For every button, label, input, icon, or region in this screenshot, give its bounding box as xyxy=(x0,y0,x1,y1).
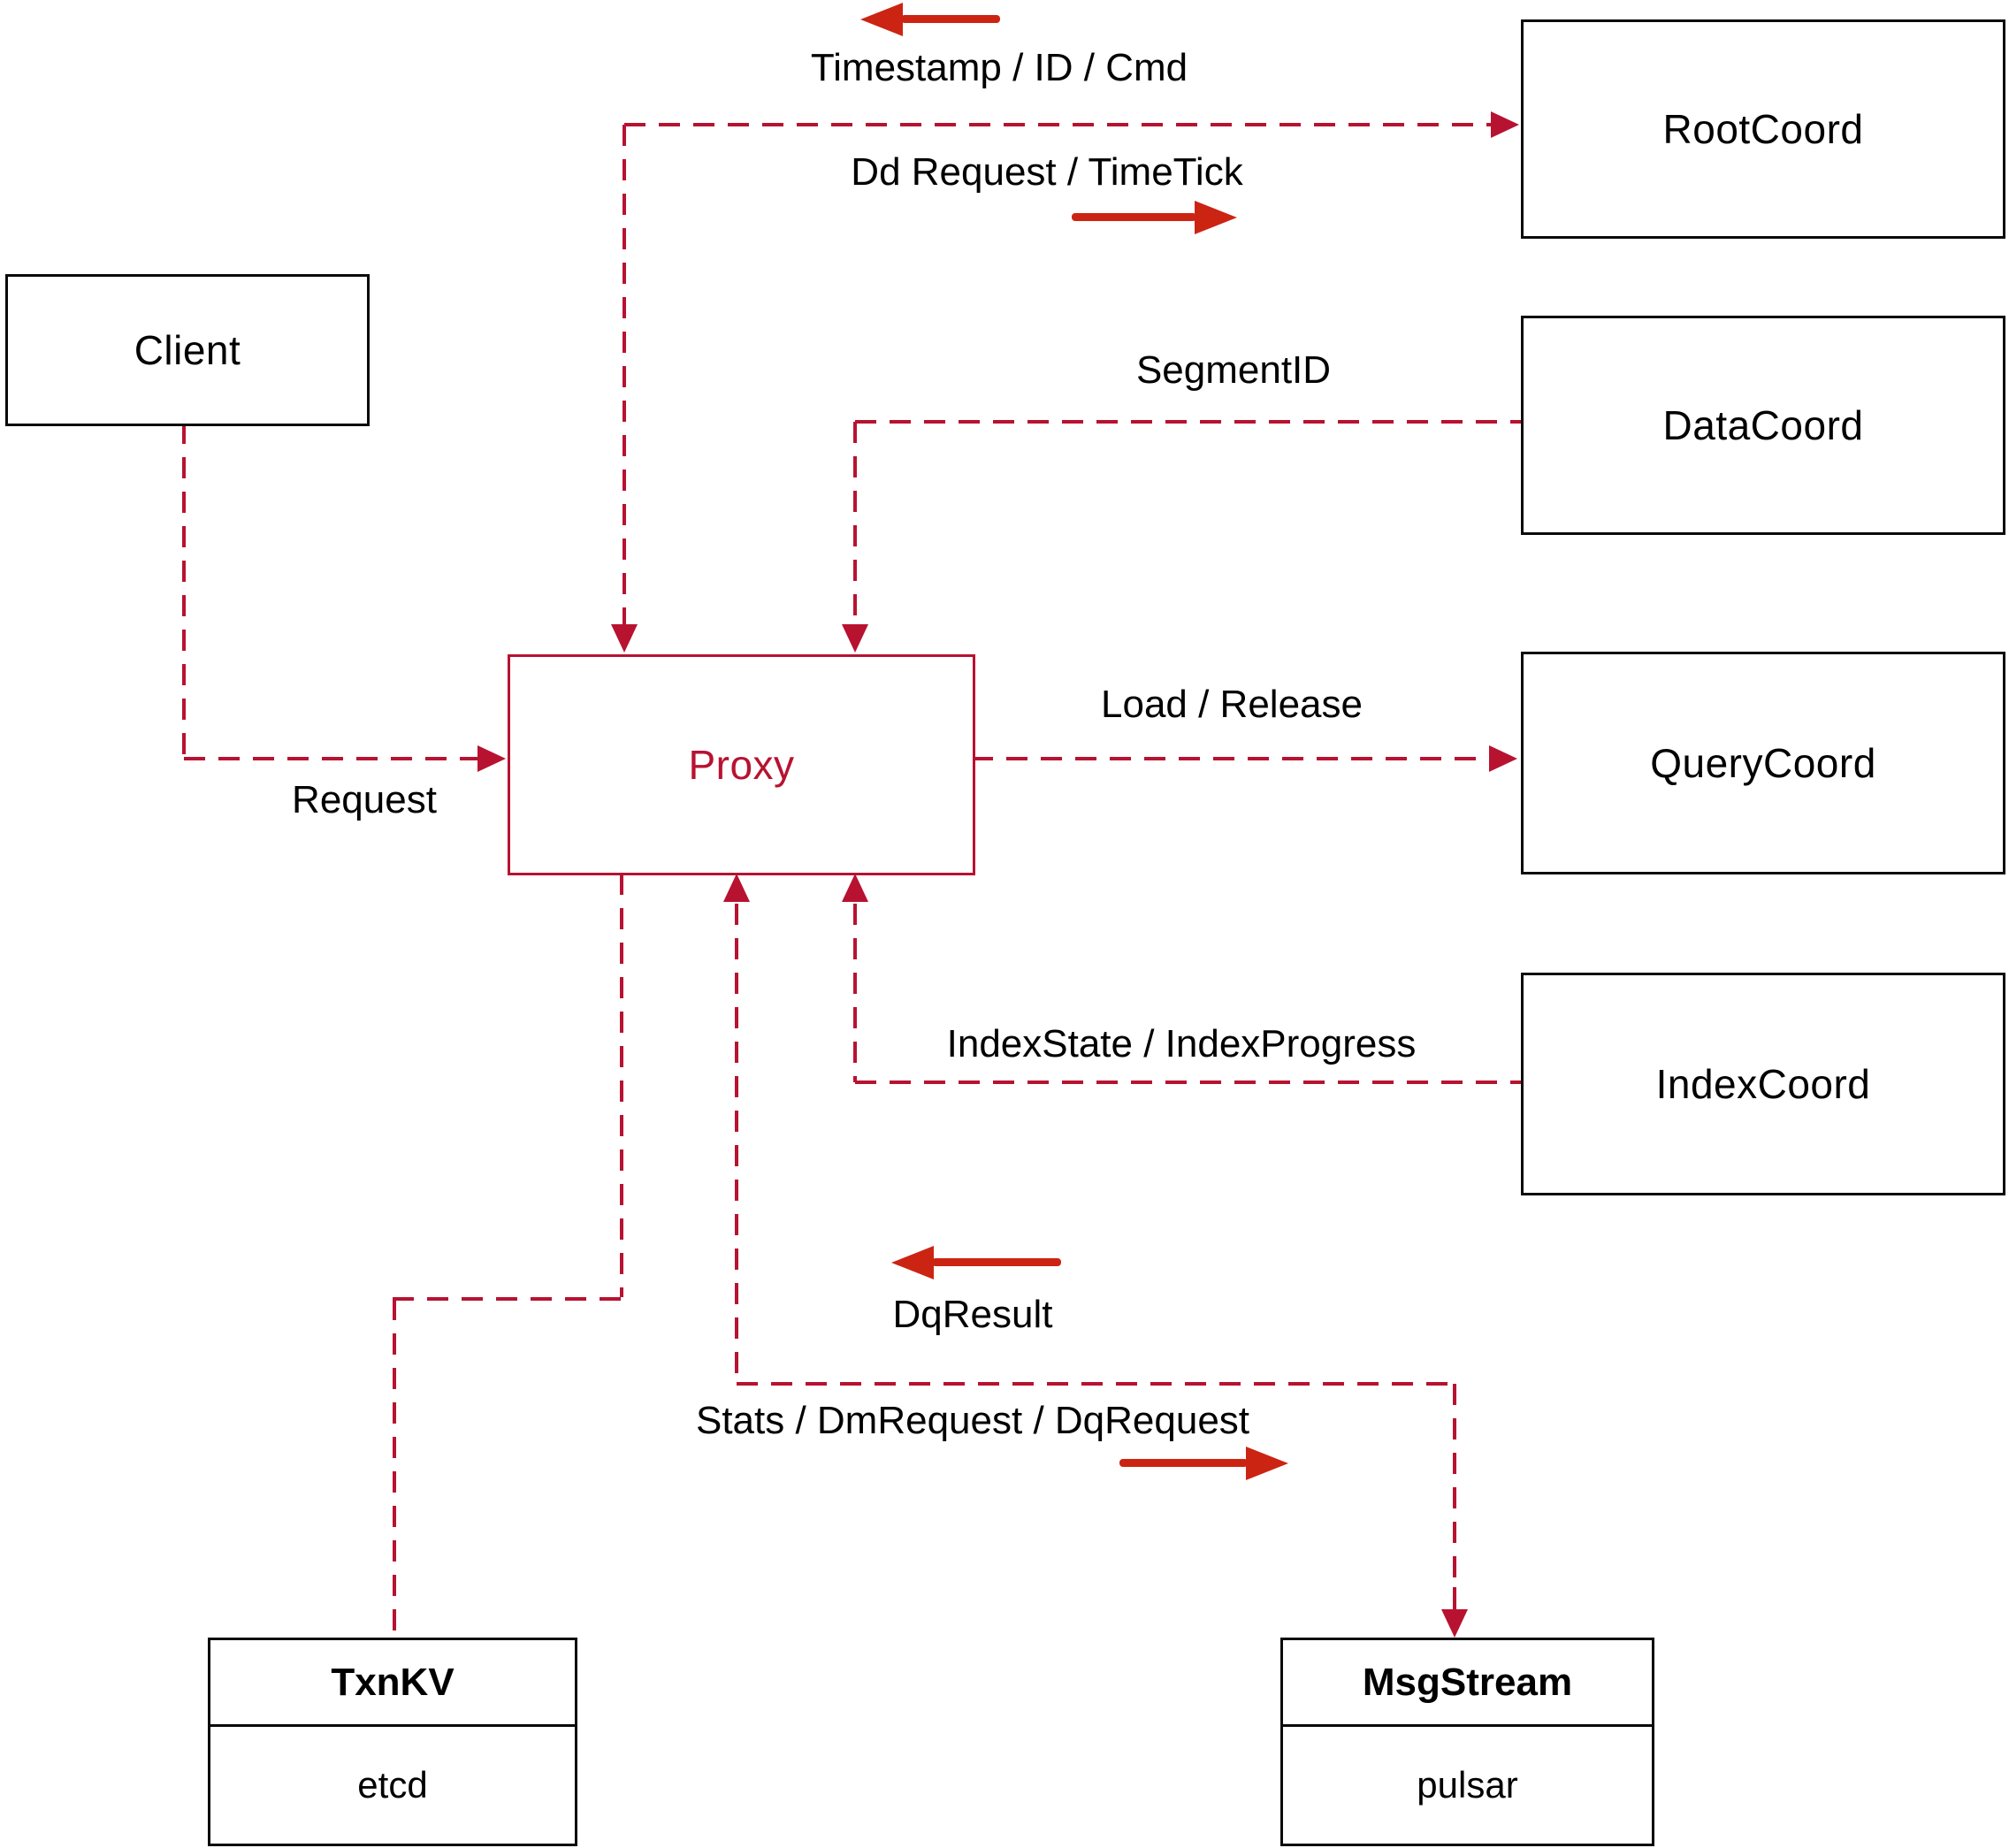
edge-proxy-msgstream-horizontal xyxy=(737,1382,1455,1386)
node-querycoord: QueryCoord xyxy=(1521,652,2005,874)
arrowhead-into-msgstream xyxy=(1441,1609,1468,1638)
edge-label-timestamp: Timestamp / ID / Cmd xyxy=(810,46,1188,89)
edge-label-load-release: Load / Release xyxy=(1101,683,1363,726)
node-proxy: Proxy xyxy=(508,654,975,875)
edge-proxy-rootcoord-horizontal xyxy=(624,123,1493,126)
node-indexcoord: IndexCoord xyxy=(1521,973,2005,1195)
edge-label-index-state: IndexState / IndexProgress xyxy=(946,1022,1417,1065)
node-msgstream-impl: pulsar xyxy=(1417,1764,1518,1806)
right-arrow-icon-stats xyxy=(1246,1447,1288,1480)
node-datacoord: DataCoord xyxy=(1521,316,2005,535)
right-arrow-icon-ddrequest xyxy=(1195,201,1237,234)
arrowhead-into-proxy-left xyxy=(477,745,506,772)
node-txnkv-impl: etcd xyxy=(357,1764,428,1806)
edge-msgstream-arrow-shaft xyxy=(1453,1587,1456,1612)
arrowhead-into-proxy-top-right xyxy=(842,624,868,653)
edge-label-request: Request xyxy=(292,778,437,821)
edge-client-proxy-horizontal xyxy=(184,757,477,760)
node-indexcoord-label: IndexCoord xyxy=(1655,1061,1871,1107)
arrowhead-into-rootcoord xyxy=(1491,111,1519,138)
right-arrow-shaft-ddrequest xyxy=(1072,213,1196,221)
edge-proxy-msgstream-vertical-upper xyxy=(735,904,738,1384)
edge-label-stats: Stats / DmRequest / DqRequest xyxy=(695,1399,1250,1442)
edge-client-proxy-vertical xyxy=(182,423,186,759)
arrowhead-into-proxy-top-left xyxy=(611,624,638,653)
left-arrow-icon-timestamp xyxy=(860,3,903,36)
node-rootcoord: RootCoord xyxy=(1521,19,2005,239)
edge-proxy-txnkv-vertical-upper xyxy=(620,874,623,1297)
edge-proxy-rootcoord-vertical xyxy=(623,125,626,624)
edge-proxy-txnkv-vertical-lower xyxy=(393,1299,396,1638)
edge-proxy-msgstream-vertical-lower xyxy=(1453,1384,1456,1589)
edge-label-dq-result: DqResult xyxy=(892,1293,1053,1336)
node-proxy-label: Proxy xyxy=(688,742,795,788)
node-msgstream-title: MsgStream xyxy=(1283,1640,1652,1727)
edge-indexcoord-proxy-horizontal xyxy=(855,1081,1523,1084)
edge-indexcoord-proxy-vertical xyxy=(853,904,857,1082)
node-txnkv-title: TxnKV xyxy=(210,1640,575,1727)
edge-proxy-querycoord-horizontal xyxy=(972,757,1489,760)
arrowhead-into-proxy-bottom-left xyxy=(723,874,750,902)
node-datacoord-label: DataCoord xyxy=(1662,402,1864,448)
node-client: Client xyxy=(5,274,370,426)
node-rootcoord-label: RootCoord xyxy=(1662,106,1864,152)
edge-datacoord-proxy-vertical xyxy=(853,422,857,624)
arrowhead-into-querycoord xyxy=(1489,745,1517,772)
node-txnkv: TxnKV etcd xyxy=(208,1638,577,1846)
right-arrow-shaft-stats xyxy=(1119,1459,1248,1467)
left-arrow-shaft-timestamp xyxy=(901,15,1000,23)
node-querycoord-label: QueryCoord xyxy=(1650,740,1876,786)
node-client-label: Client xyxy=(134,327,241,373)
left-arrow-shaft-dqresult xyxy=(932,1258,1061,1266)
left-arrow-icon-dqresult xyxy=(891,1246,934,1279)
edge-label-dd-request: Dd Request / TimeTick xyxy=(851,150,1243,194)
node-msgstream: MsgStream pulsar xyxy=(1280,1638,1654,1846)
arrowhead-into-proxy-bottom-right xyxy=(842,874,868,902)
edge-label-segment-id: SegmentID xyxy=(1135,348,1332,392)
edge-datacoord-proxy-horizontal xyxy=(855,420,1523,424)
edge-proxy-txnkv-horizontal xyxy=(393,1297,622,1301)
